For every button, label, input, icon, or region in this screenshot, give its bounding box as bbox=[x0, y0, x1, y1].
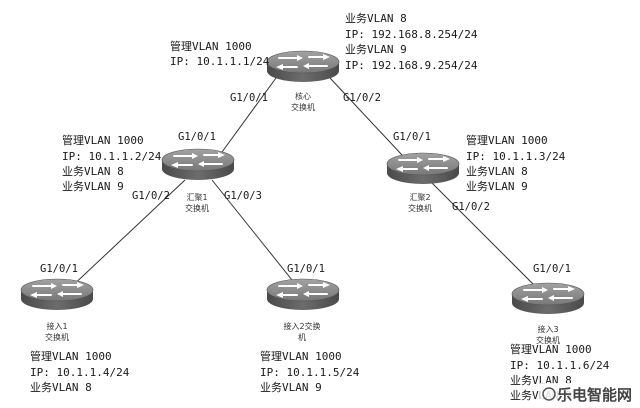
agg1-info-line-2: IP: 10.1.1.2/24 bbox=[62, 150, 162, 163]
acc2-caption-2: 机 bbox=[298, 332, 306, 342]
port-acc1-g1-0-1: G1/0/1 bbox=[40, 263, 78, 275]
link-agg1-acc1 bbox=[67, 179, 186, 291]
core-switch-icon bbox=[266, 50, 340, 83]
port-agg2-g1-0-2: G1/0/2 bbox=[452, 201, 490, 213]
agg2-info-line-4: 业务VLAN 9 bbox=[466, 180, 528, 193]
acc1-info-line-2: IP: 10.1.1.4/24 bbox=[30, 366, 130, 379]
link-core-agg2 bbox=[329, 77, 403, 156]
link-core-agg1 bbox=[221, 77, 277, 153]
acc3-switch-icon bbox=[511, 282, 585, 315]
agg1-info-line-1: 管理VLAN 1000 bbox=[62, 133, 144, 147]
acc3-info-line-2: IP: 10.1.1.6/24 bbox=[510, 359, 610, 372]
core-info-line-4: IP: 192.168.9.254/24 bbox=[345, 59, 478, 72]
acc2-caption-1: 接入2交换 bbox=[283, 321, 320, 331]
port-core-g1-0-2: G1/0/2 bbox=[343, 92, 381, 104]
port-agg1-g1-0-2: G1/0/2 bbox=[132, 190, 170, 202]
agg1-switch-icon bbox=[161, 148, 235, 181]
acc2-info-line-2: IP: 10.1.1.5/24 bbox=[260, 366, 360, 379]
watermark: 乐电智能网 bbox=[540, 383, 638, 405]
agg2-caption-1: 汇聚2 bbox=[409, 193, 430, 202]
acc3-caption-2: 交换机 bbox=[536, 335, 560, 345]
agg2-info-line-2: IP: 10.1.1.3/24 bbox=[466, 150, 566, 163]
watermark-text: 乐电智能网 bbox=[557, 386, 632, 404]
core-caption-2: 交换机 bbox=[291, 102, 315, 112]
agg2-info-line-3: 业务VLAN 8 bbox=[466, 165, 528, 178]
agg2-info-line-1: 管理VLAN 1000 bbox=[466, 133, 548, 147]
acc1-caption-1: 接入1 bbox=[46, 321, 67, 331]
port-acc2-g1-0-1: G1/0/1 bbox=[287, 263, 325, 275]
acc1-info-line-3: 业务VLAN 8 bbox=[30, 381, 92, 394]
agg1-info-line-4: 业务VLAN 9 bbox=[62, 180, 124, 193]
acc1-info-line-1: 管理VLAN 1000 bbox=[30, 349, 112, 363]
link-agg2-acc3 bbox=[431, 182, 542, 293]
acc3-caption-1: 接入3 bbox=[537, 324, 558, 334]
agg1-info-line-3: 业务VLAN 8 bbox=[62, 165, 124, 178]
core-info-line-2: IP: 192.168.8.254/24 bbox=[345, 28, 478, 41]
acc2-info-line-1: 管理VLAN 1000 bbox=[260, 349, 342, 363]
acc2-info-line-3: 业务VLAN 9 bbox=[260, 381, 322, 394]
acc1-switch-icon bbox=[20, 278, 94, 311]
core-info-line-3: 业务VLAN 9 bbox=[345, 43, 407, 56]
acc3-info-line-1: 管理VLAN 1000 bbox=[510, 342, 592, 356]
acc2-switch-icon bbox=[266, 278, 340, 311]
watermark-logo-icon bbox=[542, 387, 556, 401]
core-mgmt-ip: IP: 10.1.1.1/24 bbox=[170, 55, 270, 68]
port-acc3-g1-0-1: G1/0/1 bbox=[533, 263, 571, 275]
link-agg1-acc2 bbox=[211, 179, 301, 291]
core-info-line-1: 业务VLAN 8 bbox=[345, 12, 407, 25]
core-mgmt-vlan: 管理VLAN 1000 bbox=[170, 39, 252, 53]
agg1-caption-1: 汇聚1 bbox=[186, 193, 207, 202]
port-agg1-g1-0-1: G1/0/1 bbox=[178, 131, 216, 143]
port-core-g1-0-1: G1/0/1 bbox=[230, 92, 268, 104]
agg2-switch-icon bbox=[386, 152, 460, 185]
port-agg2-g1-0-1: G1/0/1 bbox=[393, 131, 431, 143]
acc1-caption-2: 交换机 bbox=[45, 332, 69, 342]
agg1-caption-2: 交换机 bbox=[185, 203, 209, 213]
port-agg1-g1-0-3: G1/0/3 bbox=[224, 190, 262, 202]
agg2-caption-2: 交换机 bbox=[408, 203, 432, 213]
core-caption-1: 核心 bbox=[295, 91, 311, 101]
